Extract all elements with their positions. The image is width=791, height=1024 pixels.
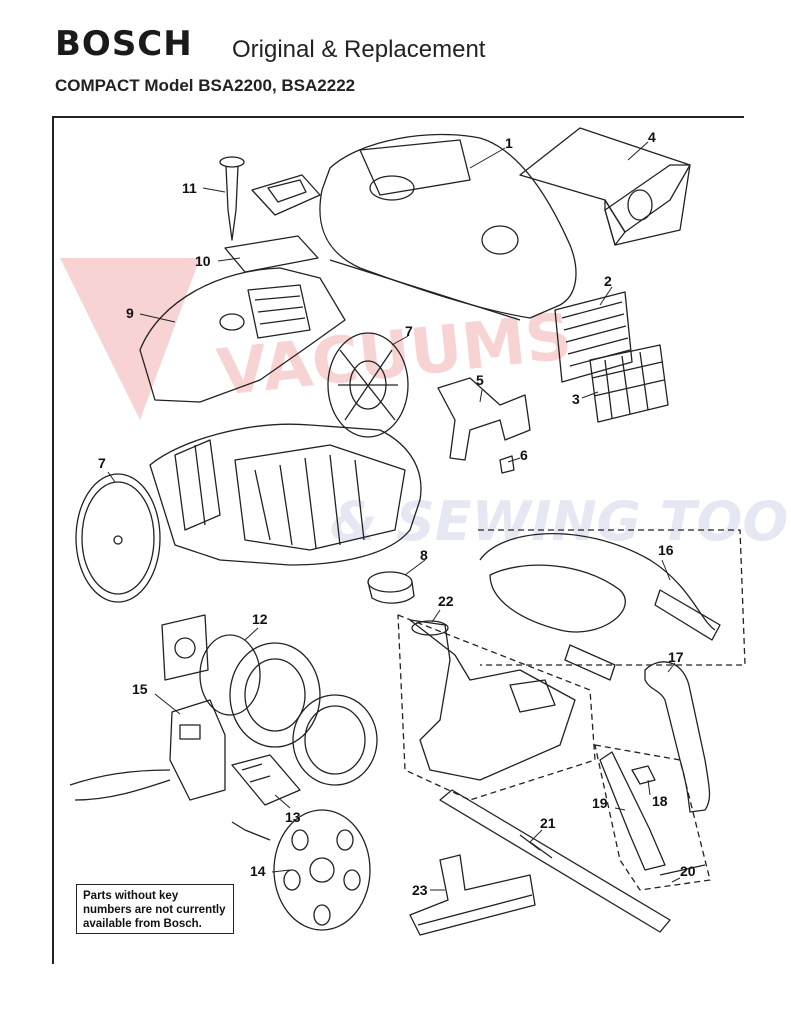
- callout-3: 3: [572, 391, 580, 407]
- callout-4: 4: [648, 129, 656, 145]
- callout-15: 15: [132, 681, 148, 697]
- callout-1: 1: [505, 135, 513, 151]
- callout-8: 8: [420, 547, 428, 563]
- callout-18: 18: [652, 793, 668, 809]
- watermark: VACUUMS & SEWING TOO: [60, 258, 788, 553]
- callout-7-left: 7: [98, 455, 106, 471]
- part-clip: [499, 455, 515, 474]
- part-cord-reel: [231, 809, 371, 931]
- callout-11: 11: [182, 180, 197, 196]
- callout-2: 2: [604, 273, 612, 289]
- callout-7-right: 7: [405, 323, 413, 339]
- callout-23: 23: [412, 882, 428, 898]
- part-wand: [439, 789, 671, 933]
- callout-20: 20: [680, 863, 696, 879]
- part-floor-brush: [409, 854, 536, 936]
- leader-lines: [107, 141, 681, 891]
- model-line: COMPACT Model BSA2200, BSA2222: [55, 76, 356, 95]
- part-hose-handle: [644, 661, 711, 813]
- brand-logo: BOSCH: [55, 24, 193, 64]
- part-filter-frame: [589, 344, 669, 423]
- part-rear-wheel-left: [75, 473, 161, 603]
- callout-6: 6: [520, 447, 528, 463]
- part-crevice-tool: [594, 744, 711, 891]
- callout-21: 21: [540, 815, 556, 831]
- callout-17: 17: [668, 649, 684, 665]
- part-bag-holder: [437, 377, 531, 474]
- callout-22: 22: [438, 593, 454, 609]
- part-rear-wheel-right: [327, 332, 409, 438]
- callout-10: 10: [195, 253, 211, 269]
- part-electronics: [69, 699, 226, 801]
- part-hose: [478, 529, 746, 681]
- part-suction-slide: [219, 156, 321, 241]
- callout-5: 5: [476, 372, 484, 388]
- page-subtitle: Original & Replacement: [232, 36, 486, 63]
- callout-16: 16: [658, 542, 674, 558]
- callout-12: 12: [252, 611, 268, 627]
- watermark-v-shape: [60, 258, 200, 420]
- part-dust-bag: [519, 127, 691, 246]
- callout-13: 13: [285, 809, 301, 825]
- availability-note: Parts without key numbers are not curren…: [76, 884, 234, 934]
- callout-14: 14: [250, 863, 266, 879]
- part-floor-nozzle: [397, 614, 596, 801]
- callout-19: 19: [592, 795, 608, 811]
- callouts: 1 4 2 3 5 6 7 7 8 9 10 11 12 15 13 14 16…: [98, 129, 696, 898]
- part-switch: [231, 754, 301, 806]
- callout-9: 9: [126, 305, 134, 321]
- part-motor: [161, 614, 378, 786]
- part-motor-filter: [224, 235, 319, 273]
- watermark-text-2: & SEWING TOO: [330, 490, 788, 553]
- part-castor: [367, 571, 415, 604]
- part-top-cover: [319, 133, 577, 321]
- diagram-frame: [52, 116, 744, 964]
- part-motor-cover: [139, 267, 346, 403]
- part-main-body: [149, 423, 422, 566]
- part-exhaust-filter: [554, 291, 633, 383]
